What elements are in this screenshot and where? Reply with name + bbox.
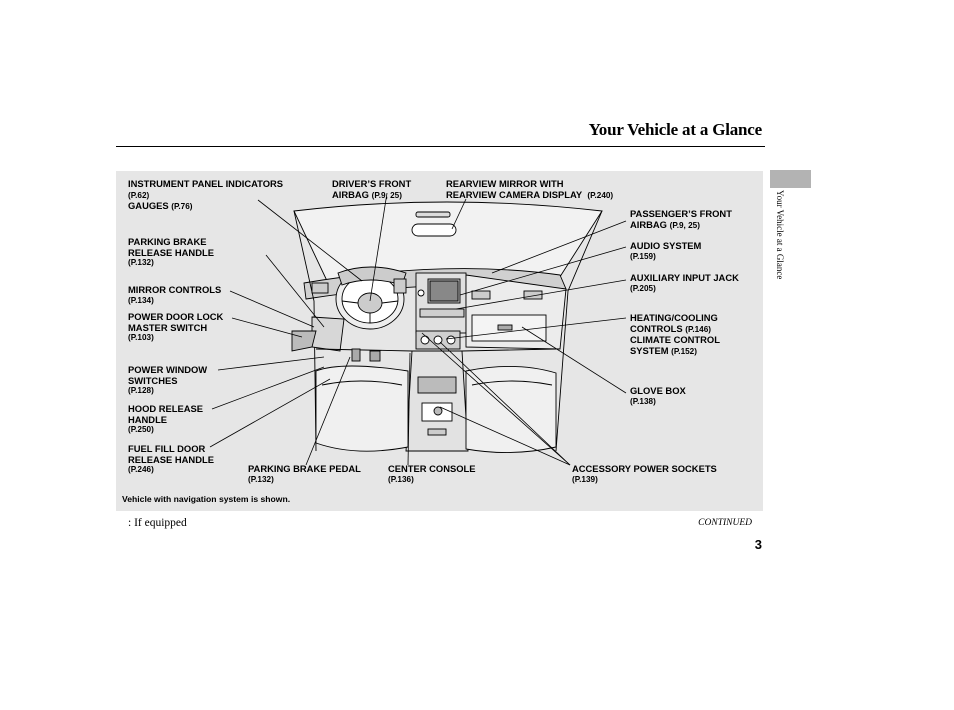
label-parking-brake-release: PARKING BRAKE RELEASE HANDLE (P.132) <box>128 236 214 267</box>
label-mirror-controls: MIRROR CONTROLS (P.134) <box>128 284 222 305</box>
leader-center-console <box>407 352 411 466</box>
panel-footnote: Vehicle with navigation system is shown. <box>122 494 291 504</box>
label-center-console: CENTER CONSOLE (P.136) <box>388 463 476 484</box>
label-instrument-panel: INSTRUMENT PANEL INDICATORS (P.62) GAUGE… <box>128 178 284 211</box>
label-parking-brake-pedal: PARKING BRAKE PEDAL (P.132) <box>248 463 361 484</box>
title-rule <box>116 146 765 147</box>
continued-label: CONTINUED <box>698 518 752 528</box>
leader-fuel <box>209 378 331 448</box>
label-accessory-sockets: ACCESSORY POWER SOCKETS (P.139) <box>572 463 717 484</box>
diagram-panel: INSTRUMENT PANEL INDICATORS (P.62) GAUGE… <box>116 171 763 511</box>
leader-accessory-1 <box>439 341 571 466</box>
leader-accessory-3 <box>439 406 571 466</box>
leader-accessory-2 <box>421 332 571 466</box>
label-passengers-airbag: PASSENGER’S FRONT AIRBAG (P.9, 25) <box>630 208 732 230</box>
label-glove-box: GLOVE BOX (P.138) <box>630 385 686 406</box>
label-aux-input-jack: AUXILIARY INPUT JACK (P.205) <box>630 272 739 293</box>
leader-glove <box>521 326 627 394</box>
side-tab <box>770 170 811 188</box>
leader-heating <box>445 317 627 340</box>
leader-passengers-airbag <box>491 220 627 274</box>
label-heating-cooling: HEATING/COOLING CONTROLS (P.146) CLIMATE… <box>630 312 720 356</box>
leader-parking-release <box>265 254 325 328</box>
label-hood-release: HOOD RELEASE HANDLE (P.250) <box>128 403 204 434</box>
rearview-mirror-shape <box>411 223 457 237</box>
leader-power-window <box>217 356 325 371</box>
leader-door-lock <box>231 317 303 338</box>
leader-parking-pedal <box>305 356 351 466</box>
leader-audio <box>459 246 627 296</box>
leader-rearview <box>451 198 467 230</box>
page-number: 3 <box>754 537 762 552</box>
label-fuel-fill: FUEL FILL DOOR RELEASE HANDLE (P.246) <box>128 443 214 474</box>
dashboard-illustration <box>209 192 627 466</box>
label-power-window: POWER WINDOW SWITCHES (P.128) <box>128 364 208 395</box>
label-audio-system: AUDIO SYSTEM (P.159) <box>630 240 702 261</box>
label-power-door-lock: POWER DOOR LOCK MASTER SWITCH (P.103) <box>128 311 224 342</box>
leader-mirror <box>229 290 315 328</box>
page-title: Your Vehicle at a Glance <box>588 120 763 139</box>
leader-drivers-airbag <box>369 192 388 302</box>
side-tab-label: Your Vehicle at a Glance <box>775 190 785 280</box>
label-rearview-mirror: REARVIEW MIRROR WITH REARVIEW CAMERA DIS… <box>446 178 614 200</box>
leader-aux <box>455 279 627 310</box>
leader-hood <box>211 366 325 410</box>
if-equipped-note: : If equipped <box>128 517 187 529</box>
label-drivers-airbag: DRIVER’S FRONT AIRBAG (P.9, 25) <box>332 178 412 200</box>
leader-instrument <box>257 199 363 282</box>
